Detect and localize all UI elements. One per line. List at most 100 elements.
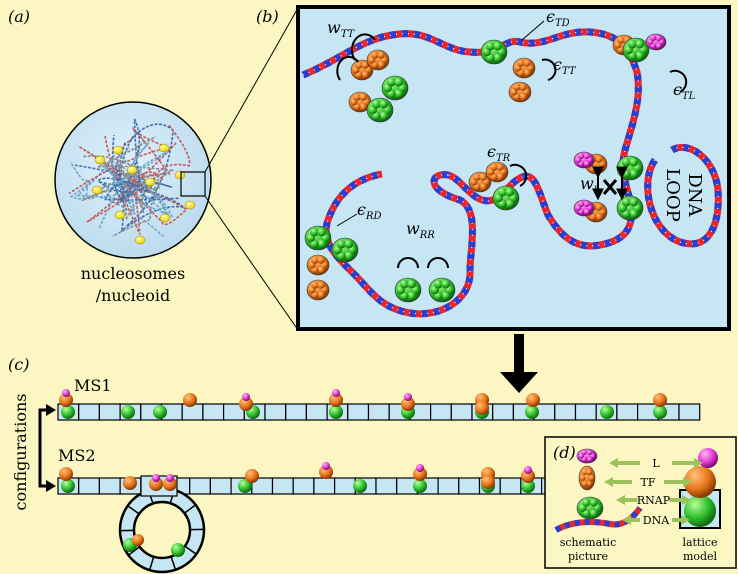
schematic-ligand-lobe: [578, 453, 584, 459]
tf-complex-lobe: [617, 36, 625, 44]
nucleosome: [159, 213, 171, 223]
lattice-cell: [375, 477, 398, 495]
tf-particle: [413, 467, 427, 481]
interaction-arc: [336, 55, 359, 81]
tf-complex-lobe: [595, 165, 603, 173]
rnap-complex: [366, 97, 394, 123]
rnap-particle: [238, 479, 252, 493]
tf-particle: [245, 469, 259, 483]
tf-particle: [401, 397, 415, 411]
tf-particle: [526, 393, 540, 407]
legend-arrowhead: [604, 477, 613, 487]
tf-particle: [163, 477, 177, 491]
rnap-particle: [329, 405, 343, 419]
schematic-tf-lobe: [588, 475, 595, 481]
rnap-particle: [525, 405, 539, 419]
tf-complex-lobe: [359, 93, 367, 101]
dna-loop-label: DNA LOOP: [662, 168, 705, 222]
rnap-complex: [622, 37, 650, 63]
chromatin-fiber: [102, 151, 168, 201]
lattice-cell: [437, 477, 460, 495]
tf-complex-lobe: [355, 61, 363, 69]
leader-eps-td: [521, 20, 545, 41]
rnap-complex-lobe: [441, 279, 450, 289]
rnap-complex-lobe: [407, 291, 416, 301]
schematic-tf: [578, 465, 596, 491]
caption-nucleoid: /nucleoid: [96, 286, 171, 305]
label-eps-tl: ϵTL: [673, 80, 696, 102]
schematic-rnap: [576, 496, 604, 520]
schematic-tf-lobe: [581, 469, 588, 476]
lattice-cell: [458, 477, 481, 495]
tf-complex-lobe: [317, 291, 325, 299]
config-arrow-bottom: [46, 480, 56, 492]
loop-divider: [170, 556, 177, 570]
rnap-complex-lobe: [379, 111, 388, 121]
rnap-particle: [653, 405, 667, 419]
lattice-particles: [59, 389, 667, 557]
nucleosome: [184, 200, 196, 210]
loop-divider: [184, 545, 197, 555]
lattice-cell: [554, 403, 577, 421]
lattice-cell: [292, 477, 315, 495]
label-eps-td: ϵTD: [546, 7, 570, 29]
label-ms2: MS2: [58, 446, 96, 465]
lattice-cell: [264, 403, 287, 421]
tf-complex-lobe: [513, 83, 521, 91]
interaction-arc: [509, 163, 528, 187]
rnap-complex-lobe: [394, 89, 403, 99]
legend-label-l: L: [652, 457, 660, 470]
rnap-particle: [61, 405, 75, 419]
ligand-lobe: [583, 160, 590, 167]
rnap-complex-lobe: [629, 197, 638, 207]
label-w-rr: wRR: [406, 219, 435, 241]
tf-complex-lobe: [519, 83, 527, 91]
rnap-complex: [480, 39, 508, 65]
lattice-cell: [450, 403, 473, 421]
tf-particle: [132, 534, 144, 546]
legend-arrowhead: [682, 495, 691, 505]
rnap-complex-lobe: [310, 227, 319, 237]
lattice-cell: [499, 477, 522, 495]
tf-complex: [306, 254, 330, 276]
rnap-complex-lobe: [407, 279, 416, 289]
lattice-cell: [285, 403, 308, 421]
panel-b: wTT ϵTD ϵTT ϵTL ϵTR ϵRD wRR wl DNA LOOP: [296, 5, 731, 331]
rnap-complex: [492, 185, 520, 211]
chromatin-fiber: [83, 155, 155, 185]
tf-complex-lobe: [517, 59, 525, 67]
legend-label-tf: TF: [641, 476, 656, 489]
rnap-complex-lobe: [379, 99, 388, 109]
chromatin-fiber: [78, 142, 177, 223]
rnap-particle: [61, 479, 75, 493]
cross-mark: [602, 179, 618, 195]
tf-complex-lobe: [371, 51, 379, 59]
schematic-tf-lobe: [586, 469, 593, 476]
rnap-complex-lobe: [493, 41, 502, 51]
tf-complex-lobe: [496, 163, 504, 171]
nucleosome: [158, 143, 170, 153]
schematic-ligand-lobe: [590, 453, 596, 459]
tf-complex-lobe: [359, 103, 367, 111]
svg-text:LOOP: LOOP: [662, 168, 683, 222]
rnap-complex-lobe: [337, 239, 346, 249]
rnap-complex-lobe: [493, 53, 502, 63]
tf-particle: [239, 397, 253, 411]
rnap-complex-lobe: [622, 157, 631, 167]
chromatin-fiber: [114, 118, 142, 197]
ligand: [573, 199, 595, 217]
svg-text:DNA: DNA: [684, 173, 705, 217]
tf-particle: [481, 475, 495, 489]
legend-arrowhead: [622, 515, 631, 525]
rnap-particle: [153, 405, 167, 419]
lattice-cell: [202, 403, 225, 421]
label-ms1: MS1: [74, 376, 112, 395]
rnap-complex: [616, 195, 644, 221]
rnap-complex-lobe: [629, 209, 638, 219]
tf-particle: [149, 477, 163, 491]
rnap-complex: [381, 75, 409, 101]
panel-label-c: (c): [8, 355, 29, 374]
tf-complex-lobe: [479, 183, 487, 191]
tf-complex: [306, 279, 330, 301]
